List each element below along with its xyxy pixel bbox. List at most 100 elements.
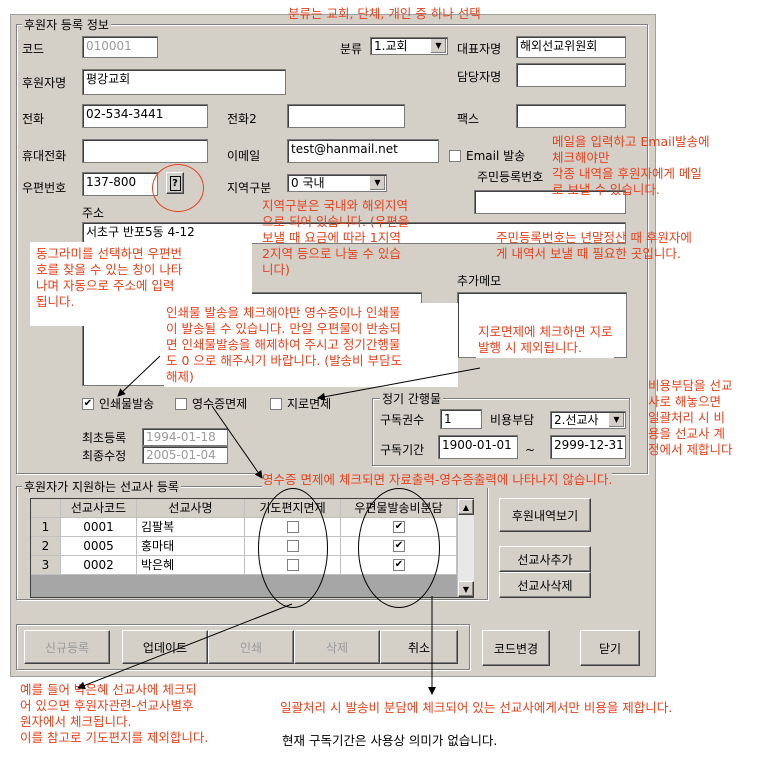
- scroll-down-icon[interactable]: ▼: [458, 581, 474, 597]
- category-value: 1.교회: [374, 39, 408, 53]
- dropdown-arrow-icon[interactable]: ▼: [430, 39, 446, 53]
- receipt-exempt-checkbox[interactable]: [175, 398, 187, 410]
- email-send-checkbox[interactable]: [449, 150, 461, 162]
- code-label: 코드: [22, 42, 45, 56]
- change-code-button[interactable]: 코드변경: [482, 630, 550, 666]
- arrow-print: [117, 355, 161, 397]
- postal-highlight-circle: [152, 164, 204, 212]
- resident-no-label: 주민등록번호: [477, 170, 544, 184]
- row-code[interactable]: 0005: [61, 537, 137, 556]
- address-label: 주소: [82, 206, 105, 220]
- first-reg-field: 1994-01-18: [142, 428, 228, 446]
- close-button[interactable]: 닫기: [580, 630, 640, 666]
- region-value: 0 국내: [291, 176, 325, 190]
- category-select[interactable]: 1.교회 ▼: [370, 37, 448, 55]
- email-send-label: Email 발송: [466, 149, 526, 163]
- grid-corner: [31, 499, 61, 518]
- grid-header-code[interactable]: 선교사코드: [61, 499, 137, 518]
- rep-name-field[interactable]: 해외선교위원회: [516, 36, 626, 58]
- arrow-prayer: [77, 603, 293, 690]
- mobile-label: 휴대전화: [22, 149, 67, 163]
- annotation-prayer: 예를 들어 박은혜 선교사에 체크되 어 있으면 후원자관련-선교사별후 원자에…: [20, 682, 209, 745]
- row-code[interactable]: 0001: [61, 518, 137, 537]
- update-button[interactable]: 업데이트: [122, 630, 208, 664]
- subscription-group: [372, 398, 630, 466]
- resident-no-field[interactable]: [474, 190, 626, 214]
- postage-column-ellipse: [358, 488, 440, 608]
- delete-button[interactable]: 삭제: [294, 630, 380, 664]
- period-tilde: ~: [525, 443, 536, 457]
- row-name[interactable]: 박은혜: [137, 556, 245, 575]
- cancel-button[interactable]: 취소: [380, 630, 458, 664]
- cost-label: 비용부담: [490, 413, 535, 427]
- address-field[interactable]: 서초구 반포5동 4-12: [82, 222, 626, 244]
- new-button[interactable]: 신규등록: [24, 630, 110, 664]
- cost-value: 2.선교사: [554, 413, 599, 427]
- view-history-button[interactable]: 후원내역보기: [499, 498, 591, 532]
- period-to-field[interactable]: 2999-12-31: [550, 435, 626, 459]
- region-label: 지역구분: [227, 181, 272, 195]
- manager-name-label: 담당자명: [457, 70, 502, 84]
- annotation-email: 메일을 입력하고 Email발송에 체크해야만 각종 내역을 후원자에게 메일 …: [552, 134, 710, 197]
- fax-field[interactable]: [516, 104, 626, 128]
- phone2-label: 전화2: [227, 112, 257, 126]
- phone-field[interactable]: 02-534-3441: [82, 104, 208, 128]
- print-send-checkbox[interactable]: ✔: [82, 398, 94, 410]
- row-name[interactable]: 홍마태: [137, 537, 245, 556]
- last-mod-field: 2005-01-04: [142, 446, 228, 464]
- postal-field[interactable]: 137-800: [82, 172, 158, 196]
- annotation-category: 분류는 교회, 단체, 개인 중 하나 선택: [288, 6, 481, 21]
- cost-select[interactable]: 2.선교사 ▼: [550, 411, 626, 429]
- delete-missionary-button[interactable]: 선교사삭제: [499, 572, 591, 598]
- code-field[interactable]: 010001: [82, 36, 158, 58]
- manager-name-field[interactable]: [516, 63, 626, 87]
- missionary-group: [16, 486, 488, 600]
- email-label: 이메일: [227, 149, 261, 163]
- annotation-receipt: 영수증 면제에 체크되면 자료출력-영수증출력에 나타나지 않습니다.: [262, 472, 613, 488]
- missionary-title: 후원자가 지원하는 선교사 등록: [22, 478, 181, 495]
- postal-label: 우편번호: [22, 181, 67, 195]
- category-label: 분류: [340, 42, 363, 56]
- print-button[interactable]: 인쇄: [208, 630, 294, 664]
- annotation-print: 인쇄물 발송을 체크해야만 영수증이나 인쇄물 이 발송될 수 있습니다. 만일…: [164, 303, 458, 387]
- first-reg-label: 최초등록: [82, 431, 127, 445]
- extra-memo-label: 추가메모: [457, 274, 502, 288]
- row-code[interactable]: 0002: [61, 556, 137, 575]
- email-field[interactable]: test@hanmail.net: [287, 139, 439, 163]
- rep-name-label: 대표자명: [457, 42, 502, 56]
- row-number: 3: [31, 556, 61, 575]
- annotation-resident: 주민등록번호는 년말정산 때 후원자에 게 내역서 보낼 때 필요한 곳입니다.: [496, 230, 692, 261]
- row-number: 1: [31, 518, 61, 537]
- annotation-region: 지역구분은 국내와 해외지역 으로 되어 있습니다. (우편을 보낼 때 요금에…: [262, 198, 410, 277]
- receipt-exempt-label: 영수증면제: [192, 397, 248, 411]
- last-mod-label: 최종수정: [82, 449, 127, 463]
- subscription-title: 정기 간행물: [380, 390, 444, 407]
- sub-count-field[interactable]: 1: [440, 409, 482, 429]
- arrow-receipt: [211, 405, 263, 479]
- period-from-field[interactable]: 1900-01-01: [438, 435, 518, 459]
- mobile-field[interactable]: [82, 139, 208, 163]
- fax-label: 팩스: [457, 112, 480, 126]
- grid-header-name[interactable]: 선교사명: [137, 499, 245, 518]
- sponsor-name-field[interactable]: 평강교회: [82, 69, 286, 95]
- add-missionary-button[interactable]: 선교사추가: [499, 546, 591, 572]
- dropdown-arrow-icon[interactable]: ▼: [608, 413, 624, 427]
- magazine-exempt-checkbox[interactable]: [270, 398, 282, 410]
- row-name[interactable]: 김팔복: [137, 518, 245, 537]
- row-number: 2: [31, 537, 61, 556]
- arrow-giro: [317, 367, 481, 401]
- toolbar-frame: [16, 624, 470, 670]
- prayer-column-ellipse: [258, 488, 328, 608]
- sponsor-name-label: 후원자명: [22, 76, 67, 90]
- annotation-giro: 지로면제에 체크하면 지로 발행 시 제외됩니다.: [476, 322, 615, 358]
- region-select[interactable]: 0 국내 ▼: [287, 174, 387, 192]
- phone-label: 전화: [22, 112, 45, 126]
- grid-scrollbar[interactable]: ▲ ▼: [457, 499, 474, 597]
- dropdown-arrow-icon[interactable]: ▼: [369, 176, 385, 190]
- annotation-period: 현재 구독기간은 사용상 의미가 없습니다.: [282, 733, 498, 748]
- scroll-up-icon[interactable]: ▲: [458, 499, 474, 515]
- annotation-cost: 비용부담을 선교 사로 해놓으면 일괄처리 시 비 용을 선교사 계 정에서 제…: [648, 378, 733, 457]
- sub-count-label: 구독권수: [380, 413, 425, 427]
- phone2-field[interactable]: [287, 104, 405, 128]
